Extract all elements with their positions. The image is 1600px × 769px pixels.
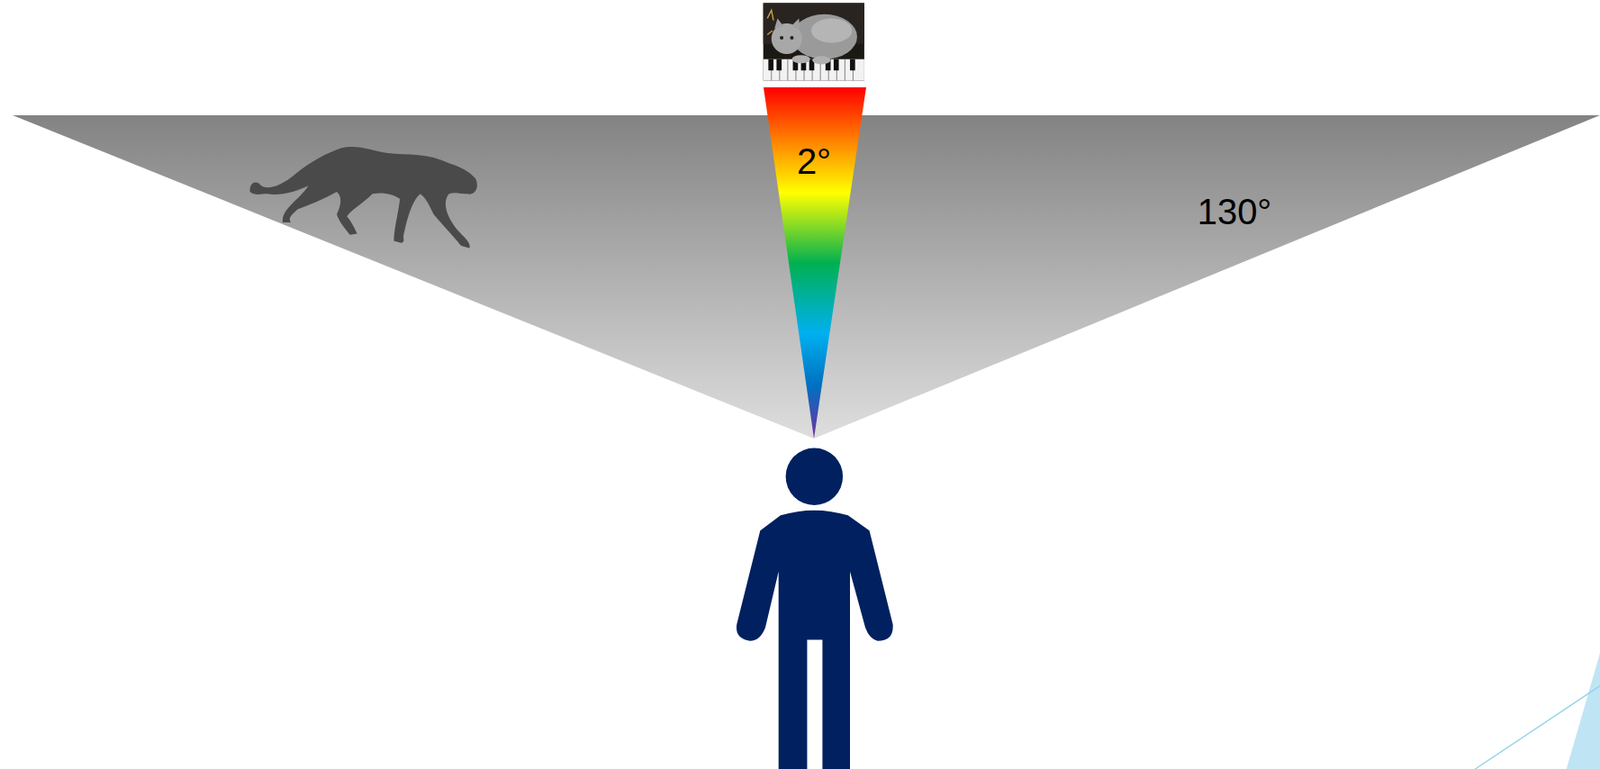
- person-icon: [736, 448, 894, 769]
- central-field-cone: 2°: [763, 87, 867, 439]
- corner-decoration: [1474, 652, 1600, 769]
- cheetah-silhouette: [250, 146, 478, 248]
- angle-label: 2°: [796, 141, 832, 181]
- angle-label: 130°: [1197, 191, 1273, 232]
- field-shape: [763, 87, 867, 439]
- angle-wrap: 2°: [796, 141, 832, 181]
- cat-photo: [763, 2, 865, 81]
- angle-wrap: 130°: [1197, 191, 1273, 232]
- field-triangle: [763, 87, 867, 439]
- peripheral-field-region: 2° 130°: [12, 115, 1600, 439]
